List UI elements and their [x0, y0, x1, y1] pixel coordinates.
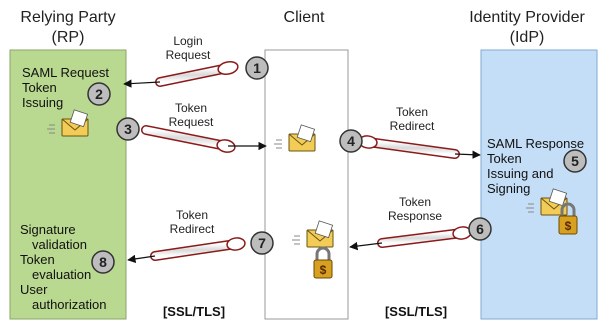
idp-saml-response-text: SAML Response	[487, 136, 584, 151]
svg-text:8: 8	[99, 254, 107, 270]
rp-issuing-text: Issuing	[22, 95, 63, 110]
svg-text:2: 2	[95, 86, 103, 102]
login-label-1: Login	[173, 34, 202, 48]
login-label-2: Request	[166, 48, 211, 62]
step-circle-5: 5	[563, 149, 587, 173]
svg-text:3: 3	[124, 121, 132, 137]
svg-text:4: 4	[347, 133, 355, 149]
token-request-label-1: Token	[175, 101, 207, 115]
step-circle-8: 8	[91, 250, 115, 274]
rp-validation-text: validation	[32, 237, 87, 252]
ssl-label-left: [SSL/TLS]	[163, 304, 225, 319]
response-label-1: Token	[399, 195, 431, 209]
rp-title: Relying Party	[20, 9, 115, 26]
redirect-idp-label-1: Token	[396, 105, 428, 119]
step-circle-3: 3	[116, 117, 140, 141]
svg-text:7: 7	[258, 235, 266, 251]
rp-subtitle: (RP)	[52, 29, 85, 46]
step-circle-7: 7	[250, 231, 274, 255]
step-circle-6: 6	[468, 217, 492, 241]
response-label-2: Response	[388, 209, 442, 223]
svg-text:1: 1	[253, 60, 261, 76]
idp-subtitle: (IdP)	[510, 29, 545, 46]
rp-evaluation-text: evaluation	[32, 267, 91, 282]
rp-saml-request-text: SAML Request	[22, 65, 109, 80]
client-box	[264, 49, 349, 320]
idp-issuing-text: Issuing and	[487, 166, 554, 181]
redirect-idp-label-2: Redirect	[390, 119, 435, 133]
rp-user-text: User	[20, 282, 48, 297]
svg-text:5: 5	[571, 153, 579, 169]
rp-authorization-text: authorization	[32, 297, 106, 312]
rp-signature-text: Signature	[20, 222, 76, 237]
arrow-login-request: Login Request	[123, 34, 239, 88]
step-circle-4: 4	[339, 129, 363, 153]
idp-signing-text: Signing	[487, 181, 530, 196]
step-circle-2: 2	[87, 82, 111, 106]
redirect-rp-label-1: Token	[176, 208, 208, 222]
idp-box	[480, 49, 598, 320]
redirect-rp-label-2: Redirect	[170, 222, 215, 236]
rp-token2-text: Token	[20, 252, 55, 267]
arrow-token-redirect-idp: Token Redirect	[358, 105, 481, 159]
step-circle-1: 1	[245, 56, 269, 80]
token-request-label-2: Request	[169, 115, 214, 129]
svg-text:6: 6	[476, 221, 484, 237]
idp-title: Identity Provider	[469, 9, 585, 26]
arrow-token-request: Token Request	[141, 101, 267, 153]
client-title: Client	[284, 9, 325, 26]
rp-token-text: Token	[22, 80, 57, 95]
arrow-token-redirect-rp: Token Redirect	[127, 208, 246, 264]
arrow-token-response: Token Response	[349, 195, 472, 251]
ssl-label-right: [SSL/TLS]	[385, 304, 447, 319]
idp-token-text: Token	[487, 151, 522, 166]
